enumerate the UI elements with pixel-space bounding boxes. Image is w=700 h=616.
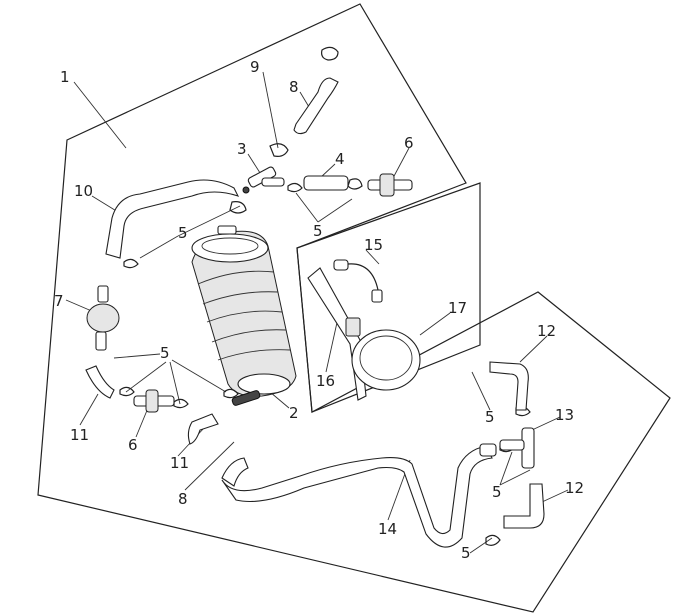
hose-14	[221, 445, 493, 548]
hose-10	[105, 179, 240, 259]
callout-4: 4	[335, 150, 345, 168]
hose-8-upper	[293, 77, 339, 135]
callout-8: 8	[289, 78, 299, 96]
callout-3: 3	[237, 140, 247, 158]
callout-10: 10	[74, 182, 93, 200]
hose-11-right	[187, 413, 219, 445]
valve-6-lower	[133, 389, 175, 413]
callout-8: 8	[178, 490, 188, 508]
canister-body	[191, 225, 297, 406]
callout-11: 11	[170, 454, 189, 472]
callout-12: 12	[565, 479, 584, 497]
callout-5: 5	[160, 344, 170, 362]
callout-13: 13	[555, 406, 574, 424]
tee-13	[499, 427, 535, 469]
callout-5: 5	[492, 483, 502, 501]
tee-fitting-3	[242, 166, 285, 194]
hose-12-lower	[503, 483, 545, 529]
callout-6: 6	[404, 134, 414, 152]
callout-11: 11	[70, 426, 89, 444]
hose-14-end	[479, 443, 497, 457]
hose-11-left	[85, 365, 115, 399]
callout-5: 5	[461, 544, 471, 562]
filter-7	[86, 285, 120, 351]
callout-12: 12	[537, 322, 556, 340]
strap-17	[345, 317, 421, 391]
callout-5: 5	[178, 224, 188, 242]
callout-labels: 1 9 8 3 4 6 10 5 5 15 7 17 5 12 16 2 11 …	[54, 58, 584, 562]
callout-17: 17	[448, 299, 467, 317]
callout-15: 15	[364, 236, 383, 254]
hose-12-upper	[489, 361, 529, 411]
callout-14: 14	[378, 520, 397, 538]
main-group-outline	[37, 3, 671, 613]
clip-9	[269, 46, 339, 157]
callout-2: 2	[289, 404, 299, 422]
callout-9: 9	[250, 58, 260, 76]
callout-5: 5	[313, 222, 323, 240]
hose-8-lower	[221, 457, 249, 487]
hose-4	[303, 175, 349, 191]
callout-7: 7	[54, 292, 64, 310]
valve-6-upper	[367, 173, 413, 197]
callout-16: 16	[316, 372, 335, 390]
callout-1: 1	[60, 68, 70, 86]
strap-group-outline	[296, 182, 481, 413]
callout-6: 6	[128, 436, 138, 454]
callout-5: 5	[485, 408, 495, 426]
fitting-15	[333, 259, 383, 303]
